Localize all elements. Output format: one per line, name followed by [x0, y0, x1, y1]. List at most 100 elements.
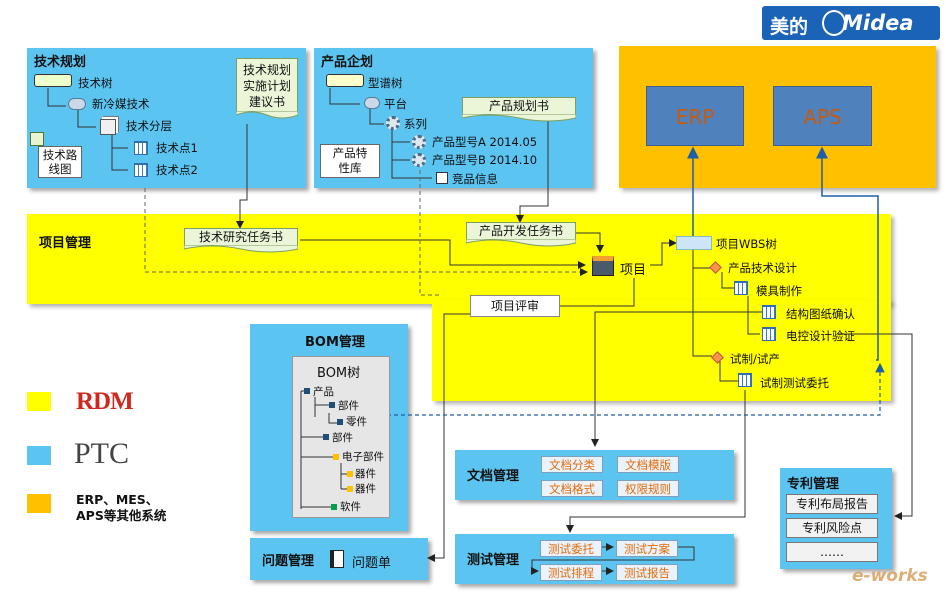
bom-node-6: 器件 [355, 483, 376, 495]
bom-node-5: 器件 [355, 468, 376, 480]
test-cell-label: 测试排程 [548, 566, 594, 580]
wbs-item-5: 试制测试委托 [760, 376, 829, 390]
issue-item-label: 问题单 [352, 556, 392, 571]
wbs-root-label: 项目WBS树 [716, 237, 777, 251]
product-tree-label-1: 平台 [384, 97, 407, 111]
legend-ptc-label: PTC [74, 437, 130, 470]
legend-other-swatch [27, 494, 51, 513]
bom-tree-lines [300, 390, 347, 509]
grid-icon [134, 163, 148, 177]
wbs-item-3: 电控设计验证 [786, 329, 855, 343]
logo-cn-text: 美的 [770, 16, 809, 38]
test-cell-label: 测试委托 [548, 542, 594, 556]
bom-node-icon [333, 454, 339, 460]
gear-icon [386, 116, 400, 130]
patent-item-label: 专利风险点 [801, 521, 862, 535]
task-grid-icon [734, 281, 748, 295]
bom-node-icon [329, 402, 335, 408]
test-report-cell: 测试报告 [616, 564, 678, 581]
bom-node-icon [337, 419, 343, 425]
test-request-cell: 测试委托 [540, 540, 602, 557]
doc-cell-label: 文档分类 [549, 458, 595, 472]
bom-tree-title: BOM树 [317, 366, 361, 381]
logo-ring-icon [822, 10, 846, 36]
product-tree-label-5: 竞品信息 [452, 172, 498, 186]
patent-item-label: …… [820, 545, 844, 559]
product-dev-task-doc: 产品开发任务书 [466, 222, 576, 247]
task-grid-icon [762, 327, 776, 341]
gear-icon [412, 153, 426, 167]
erp-label: ERP [675, 105, 715, 129]
project-title: 项目管理 [39, 236, 92, 251]
erp-box: ERP [646, 86, 744, 146]
test-cell-label: 测试方案 [624, 542, 670, 556]
doc-format-cell: 文档格式 [541, 480, 603, 497]
gear-icon [412, 135, 426, 149]
bom-node-icon [323, 434, 329, 440]
layers-icon [100, 119, 116, 135]
product-plan-title: 产品企划 [321, 55, 374, 70]
task-grid-icon [762, 305, 776, 319]
product-tree-label-0: 型谱树 [368, 76, 403, 90]
product-plan-doc: 产品规划书 [462, 97, 576, 122]
project-icon [592, 256, 614, 276]
roadmap-box: 技术路线图 [38, 146, 82, 178]
tests-title: 测试管理 [467, 553, 520, 568]
patent-item: 专利风险点 [786, 518, 878, 538]
patent-item: 专利布局报告 [786, 494, 878, 514]
tech-plan-proposal-label: 技术规划实施计划建议书 [242, 63, 291, 109]
project-label: 项目 [620, 263, 647, 278]
legend-ptc-swatch [27, 446, 51, 465]
bom-node-2: 零件 [346, 416, 367, 428]
tech-tree-label-4: 技术点2 [156, 163, 198, 177]
document-icon [436, 172, 448, 184]
docs-title: 文档管理 [467, 469, 520, 484]
bom-node-icon [331, 504, 337, 510]
patent-item-label: 专利布局报告 [795, 497, 868, 511]
bom-node-1: 部件 [338, 400, 359, 412]
test-schedule-cell: 测试排程 [540, 564, 602, 581]
issue-list-icon [330, 550, 344, 568]
issue-title: 问题管理 [262, 554, 315, 569]
tech-tree-root-node [34, 74, 72, 87]
task-grid-icon [738, 373, 752, 387]
bom-node-0: 产品 [313, 386, 334, 398]
e-works-watermark: e-works [852, 566, 928, 586]
wbs-item-4: 试制/试产 [730, 352, 780, 366]
aps-label: APS [803, 105, 842, 129]
roadmap-label: 技术路线图 [42, 148, 78, 176]
doc-cell-label: 文档模版 [625, 458, 671, 472]
bom-node-icon [347, 471, 353, 477]
bom-tree-card: BOM树 产品 部件 零件 部件 电子部件 器件 器件 软件 [292, 356, 390, 518]
tech-plan-proposal-doc: 技术规划实施计划建议书 [236, 58, 298, 119]
tech-tree-label-3: 技术点1 [156, 141, 198, 155]
bom-node-icon [304, 388, 310, 394]
bom-title: BOM管理 [305, 335, 365, 350]
wbs-item-2: 结构图纸确认 [786, 307, 855, 321]
legend-rdm-label: RDM [76, 388, 134, 415]
patent-title: 专利管理 [787, 477, 840, 492]
feature-lib-label: 产品特性库 [332, 146, 368, 175]
doc-cell-label: 文档格式 [549, 482, 595, 496]
wbs-item-0: 产品技术设计 [728, 261, 797, 275]
feature-lib-box: 产品特性库 [320, 144, 380, 178]
grid-icon [134, 141, 148, 155]
cloud-icon [68, 98, 86, 110]
logo-en-text: Midea [842, 11, 914, 35]
bom-node-4: 电子部件 [342, 451, 384, 463]
tech-tree-label-1: 新冷媒技术 [92, 97, 150, 111]
tech-research-task-label: 技术研究任务书 [198, 230, 283, 244]
doc-cell-label: 权限规则 [625, 482, 671, 496]
aps-box: APS [773, 86, 872, 146]
wbs-root-node [676, 236, 712, 250]
doc-permission-cell: 权限规则 [617, 480, 679, 497]
test-plan-cell: 测试方案 [616, 540, 678, 557]
legend-rdm-swatch [27, 392, 51, 411]
doc-category-cell: 文档分类 [541, 456, 603, 473]
tech-tree-label-2: 技术分层 [126, 119, 172, 133]
product-tree-label-2: 系列 [404, 117, 427, 131]
legend-other-label: ERP、MES、APS等其他系统 [76, 492, 167, 523]
bom-node-7: 软件 [340, 501, 361, 513]
test-cell-label: 测试报告 [624, 566, 670, 580]
tech-research-task-doc: 技术研究任务书 [184, 228, 298, 253]
